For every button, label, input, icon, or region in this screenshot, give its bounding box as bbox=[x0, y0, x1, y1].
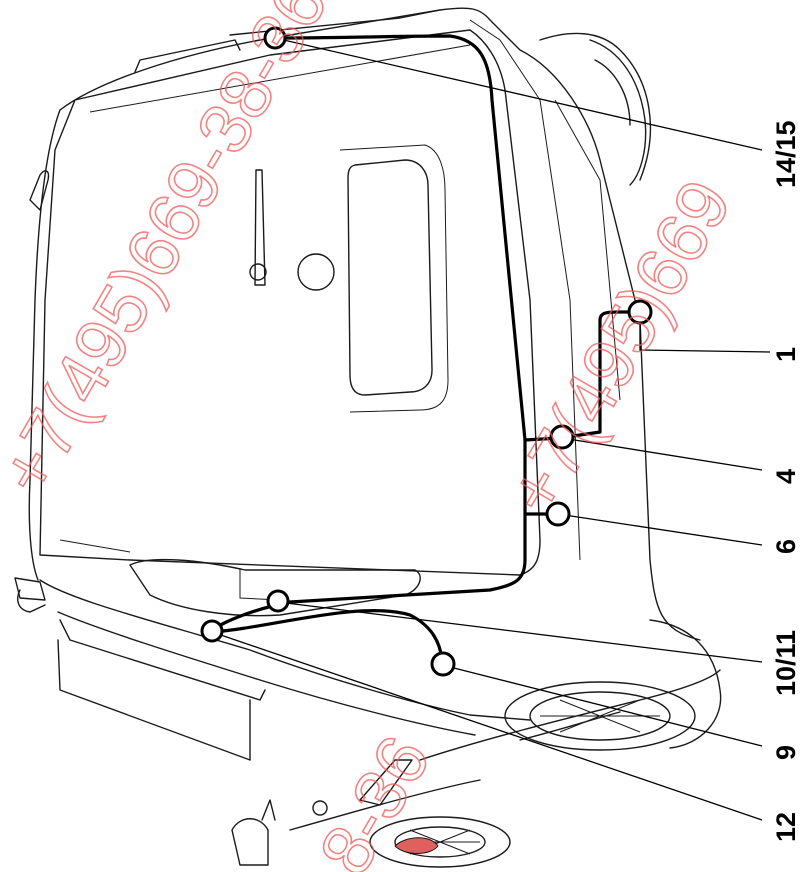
leader-lines bbox=[211, 37, 771, 821]
label-14-15: 14/15 bbox=[771, 120, 801, 188]
connector-1 bbox=[627, 299, 653, 325]
phone-watermark: +7(495)669-38-36 +7(495)669 8-36 bbox=[0, 0, 748, 872]
connector-10-11 bbox=[266, 589, 290, 613]
connector-12 bbox=[200, 619, 224, 643]
label-6: 6 bbox=[771, 539, 801, 554]
connector-4 bbox=[549, 424, 575, 450]
label-12: 12 bbox=[771, 812, 801, 842]
connector-6 bbox=[545, 501, 571, 527]
connector-14-15 bbox=[263, 26, 287, 50]
label-10-11: 10/11 bbox=[771, 630, 801, 696]
watermark-main: +7(495)669-38-36 bbox=[0, 0, 343, 508]
label-4: 4 bbox=[771, 469, 801, 484]
watermark-right: +7(495)669 bbox=[493, 167, 747, 528]
label-9: 9 bbox=[771, 745, 801, 760]
connector-9 bbox=[430, 651, 456, 677]
connectors bbox=[200, 26, 653, 677]
callout-labels: 14/15 1 4 6 10/11 9 12 bbox=[771, 120, 801, 842]
label-1: 1 bbox=[771, 347, 801, 362]
vehicle-body-outline bbox=[14, 7, 722, 868]
